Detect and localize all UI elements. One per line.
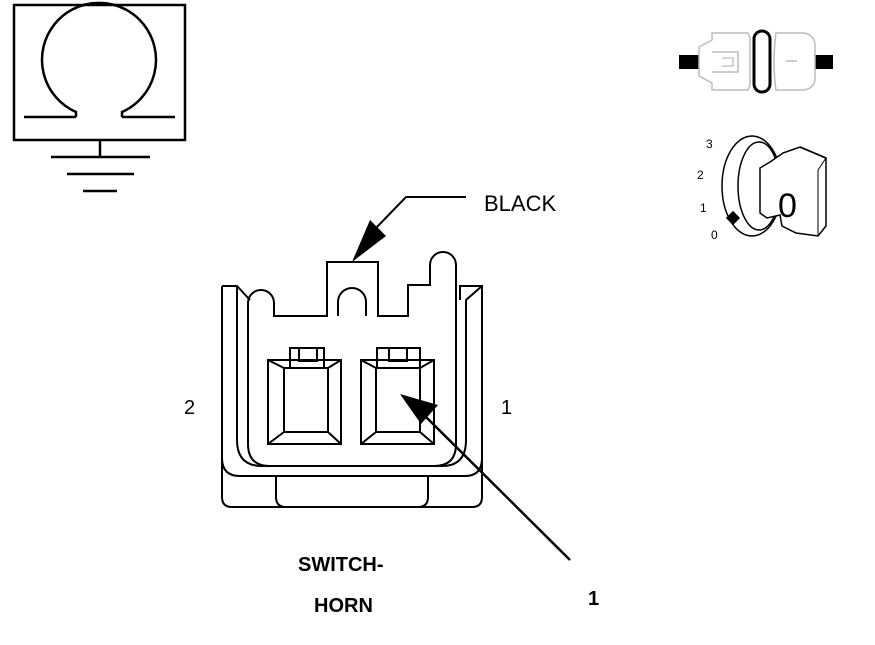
wire-color-leader [352, 196, 466, 262]
pin-label-2: 2 [184, 397, 195, 419]
callout-number: 1 [588, 588, 599, 610]
key-position-3: 3 [706, 137, 713, 151]
wire-color-label: BLACK [484, 191, 556, 216]
key-position-1: 1 [700, 201, 707, 215]
ohm-symbol-icon [12, 1, 187, 142]
connector-face [221, 251, 483, 508]
callout-leader [400, 394, 571, 561]
ignition-key-icon [721, 135, 827, 237]
connector-title-line2: HORN [314, 595, 373, 617]
key-face-label: 0 [778, 187, 797, 225]
key-position-2: 2 [697, 168, 704, 182]
ground-symbol-icon [51, 140, 150, 193]
connector-side-view-icon [679, 29, 833, 94]
pin-label-1: 1 [501, 397, 512, 419]
connector-title-line1: SWITCH- [298, 554, 384, 576]
key-position-0: 0 [711, 228, 718, 242]
